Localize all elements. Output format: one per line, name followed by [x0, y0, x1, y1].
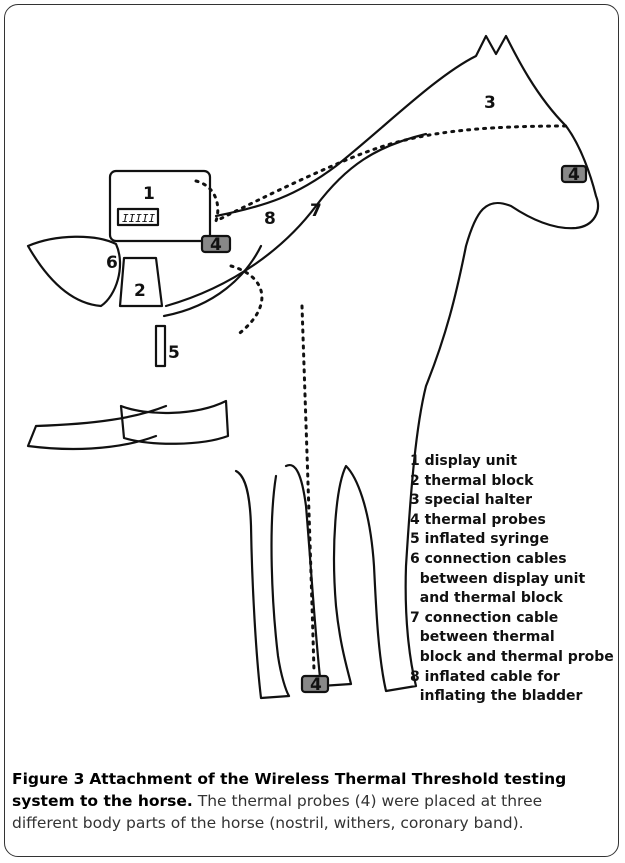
callout-6: 6 [106, 253, 118, 273]
figure-legend: 1 display unit 2 thermal block 3 special… [410, 452, 614, 707]
callout-4-nostril: 4 [568, 165, 580, 185]
callout-1: 1 [143, 184, 155, 204]
figure-caption: Figure 3 Attachment of the Wireless Ther… [12, 768, 612, 834]
inflated-syringe [156, 326, 165, 366]
figure-label: Figure 3 [12, 770, 84, 788]
callout-7: 7 [310, 201, 322, 221]
connection-cable-lower [164, 246, 261, 316]
legend-item: 1 display unit [410, 452, 614, 472]
legend-item: between display unit [410, 570, 614, 590]
legend-item: 8 inflated cable for [410, 668, 614, 688]
callout-4-withers: 4 [210, 235, 222, 255]
display-screen-text: IIIII [122, 212, 155, 225]
callout-2: 2 [134, 281, 146, 301]
callout-4-coronary: 4 [310, 675, 322, 695]
legend-item: 3 special halter [410, 491, 614, 511]
legend-item: 6 connection cables [410, 550, 614, 570]
legend-item: between thermal [410, 628, 614, 648]
callout-8: 8 [264, 209, 276, 229]
legend-item: inflating the bladder [410, 687, 614, 707]
girth-strap [121, 401, 228, 444]
legend-item: 7 connection cable [410, 609, 614, 629]
connection-cable [166, 134, 426, 306]
callout-3: 3 [484, 93, 496, 113]
legend-item: block and thermal probe [410, 648, 614, 668]
legend-item: 5 inflated syringe [410, 530, 614, 550]
legend-item: 4 thermal probes [410, 511, 614, 531]
legend-item: and thermal block [410, 589, 614, 609]
legend-item: 2 thermal block [410, 472, 614, 492]
callout-5: 5 [168, 343, 180, 363]
